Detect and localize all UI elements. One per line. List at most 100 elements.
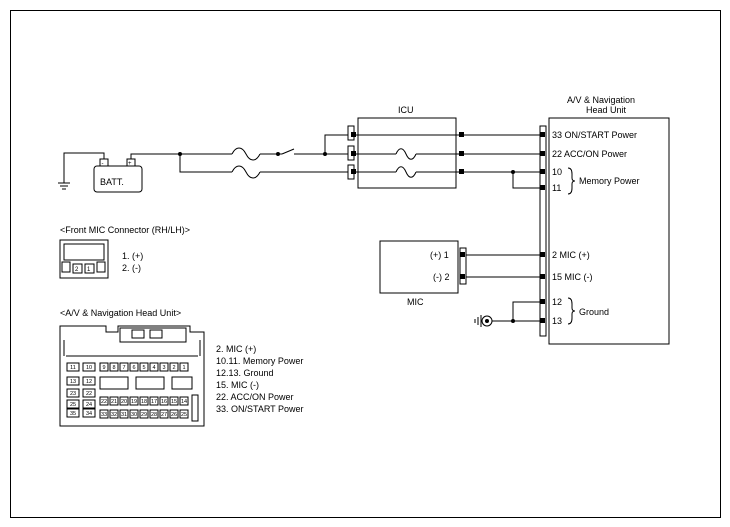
hu-top-pin-5: 5 bbox=[142, 365, 145, 371]
hu-pin-12-box bbox=[82, 376, 96, 386]
hu-row5-pin-28: 28 bbox=[151, 412, 157, 418]
hu-pin-12: 12 bbox=[552, 297, 562, 307]
hu-pin-23-box bbox=[66, 388, 80, 398]
hu-top-pin-6-box bbox=[129, 362, 139, 372]
hu-pin-13: 13 bbox=[70, 379, 76, 385]
hu-pin-15: 15 MIC (-) bbox=[552, 272, 593, 282]
head-unit-title-line2: Head Unit bbox=[586, 105, 627, 115]
hu-row4-pin-16-box bbox=[159, 396, 169, 406]
hu-row5-pin-33: 33 bbox=[101, 412, 107, 418]
hu-pin-33: 33 ON/START Power bbox=[552, 130, 637, 140]
hu-row4-pin-21-box bbox=[109, 396, 119, 406]
hu-row4-pin-22-box bbox=[99, 396, 109, 406]
hu-pin-13-box bbox=[66, 376, 80, 386]
svg-text:-: - bbox=[102, 161, 104, 167]
hu-row5-pin-30: 30 bbox=[131, 412, 137, 418]
hu-connector-legend-6: 33. ON/START Power bbox=[216, 404, 304, 414]
memory-power-label: Memory Power bbox=[579, 176, 640, 186]
hu-row5-pin-26-box bbox=[169, 409, 179, 419]
hu-pin-23: 23 bbox=[70, 391, 76, 397]
hu-row4-pin-17: 17 bbox=[151, 399, 157, 405]
mic-wires bbox=[466, 254, 540, 278]
mic-connector-drawing: 2 1 bbox=[59, 239, 109, 279]
hu-pin-13: 13 bbox=[552, 316, 562, 326]
hu-top-pin-7-box bbox=[119, 362, 129, 372]
mic-conn-pin-2: 2 bbox=[75, 267, 79, 273]
hu-top-pin-9: 9 bbox=[102, 365, 105, 371]
hu-top-pin-6: 6 bbox=[132, 365, 135, 371]
hu-row5-pin-31-box bbox=[119, 409, 129, 419]
hu-connector-legend-1: 2. MIC (+) bbox=[216, 344, 256, 354]
hu-pin-10: 10 bbox=[552, 167, 562, 177]
hu-pin-25: 25 bbox=[70, 402, 76, 408]
hu-row4-pin-20: 20 bbox=[121, 399, 127, 405]
battery-ground-icon bbox=[58, 152, 105, 190]
head-unit-title-line1: A/V & Navigation bbox=[567, 95, 635, 105]
hu-row5-pin-25-box bbox=[179, 409, 189, 419]
hu-row5-pin-31: 31 bbox=[121, 412, 127, 418]
hu-row5-pin-32: 32 bbox=[111, 412, 117, 418]
hu-pin-12: 12 bbox=[86, 379, 92, 385]
ground-wires bbox=[492, 301, 540, 323]
hu-row4-pin-14-box bbox=[179, 396, 189, 406]
mic-connector-title: <Front MIC Connector (RH/LH)> bbox=[60, 225, 190, 235]
icu-label: ICU bbox=[398, 105, 414, 115]
hu-row5-pin-32-box bbox=[109, 409, 119, 419]
hu-top-pin-5-box bbox=[139, 362, 149, 372]
hu-row5-pin-30-box bbox=[129, 409, 139, 419]
hu-top-pin-7: 7 bbox=[122, 365, 125, 371]
hu-connector-legend-4: 15. MIC (-) bbox=[216, 380, 259, 390]
mic-pin-1: (+) 1 bbox=[430, 250, 449, 260]
mic-box bbox=[379, 240, 467, 294]
hu-pin-35: 35 bbox=[70, 411, 76, 417]
hu-row4-pin-15: 15 bbox=[171, 399, 177, 405]
battery-feed-wires bbox=[130, 134, 352, 179]
memory-power-brace bbox=[567, 167, 576, 195]
hu-row5-pin-29: 29 bbox=[141, 412, 147, 418]
hu-pin-25-box bbox=[66, 399, 80, 409]
hu-row4-pin-19: 19 bbox=[131, 399, 137, 405]
hu-pin-22-box bbox=[82, 388, 96, 398]
hu-row4-pin-20-box bbox=[119, 396, 129, 406]
hu-row4-pin-19-box bbox=[129, 396, 139, 406]
hu-pin-11: 11 bbox=[70, 365, 76, 371]
head-unit-connector-title: <A/V & Navigation Head Unit> bbox=[60, 308, 181, 318]
hu-top-pin-2-box bbox=[169, 362, 179, 372]
hu-pin-11: 11 bbox=[552, 183, 561, 193]
battery-symbol: BATT. - + bbox=[93, 158, 143, 193]
chassis-ground-icon bbox=[474, 315, 493, 327]
head-unit-box bbox=[539, 117, 670, 345]
icu-box bbox=[347, 117, 464, 189]
hu-pin-34-box bbox=[82, 408, 96, 418]
hu-row5-pin-26: 26 bbox=[171, 412, 177, 418]
hu-connector-legend-5: 22. ACC/ON Power bbox=[216, 392, 294, 402]
hu-top-pin-2: 2 bbox=[172, 365, 175, 371]
hu-connector-legend-2: 10.11. Memory Power bbox=[216, 356, 303, 366]
battery-label: BATT. bbox=[100, 177, 124, 187]
battery-plus-label: + bbox=[128, 161, 132, 167]
hu-pin-10: 10 bbox=[86, 365, 92, 371]
hu-row5-pin-27: 27 bbox=[161, 412, 167, 418]
hu-pin-22: 22 bbox=[86, 391, 92, 397]
ground-label: Ground bbox=[579, 307, 609, 317]
hu-top-pin-1-box bbox=[179, 362, 189, 372]
hu-connector-legend-3: 12.13. Ground bbox=[216, 368, 274, 378]
hu-pin-2: 2 MIC (+) bbox=[552, 250, 590, 260]
hu-row4-pin-17-box bbox=[149, 396, 159, 406]
hu-row5-pin-28-box bbox=[149, 409, 159, 419]
icu-to-head-unit-wires bbox=[464, 134, 540, 189]
mic-label: MIC bbox=[407, 297, 424, 307]
head-unit-connector-drawing bbox=[59, 325, 205, 427]
hu-row4-pin-18: 18 bbox=[141, 399, 147, 405]
hu-row5-pin-29-box bbox=[139, 409, 149, 419]
mic-connector-legend-2: 2. (-) bbox=[122, 263, 141, 273]
page-frame bbox=[10, 10, 721, 518]
hu-row4-pin-21: 21 bbox=[111, 399, 117, 405]
hu-row4-pin-22: 22 bbox=[101, 399, 107, 405]
hu-row4-pin-14: 14 bbox=[181, 399, 187, 405]
